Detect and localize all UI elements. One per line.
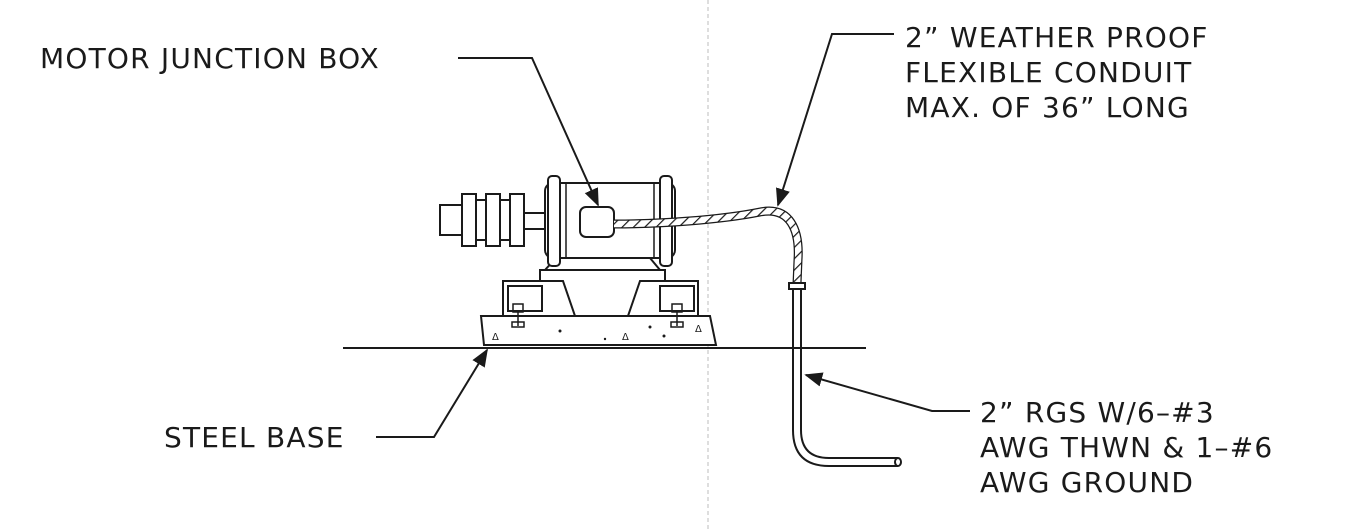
leader-motor-junction-box bbox=[458, 57, 599, 207]
svg-text:Δ: Δ bbox=[622, 332, 629, 343]
label-steel-base: STEEL BASE bbox=[164, 421, 345, 454]
motor-feet bbox=[542, 257, 663, 271]
flexible-conduit bbox=[613, 206, 806, 290]
label-rgs-line1: 2” RGS W/6–#3 bbox=[980, 396, 1215, 429]
label-rgs-line2: AWG THWN & 1–#6 bbox=[980, 431, 1273, 464]
junction-box bbox=[579, 206, 615, 238]
svg-text:Δ: Δ bbox=[492, 332, 499, 343]
rgs-conduit bbox=[792, 289, 902, 467]
leader-steel-base bbox=[376, 348, 488, 438]
motor-pedestal bbox=[539, 269, 666, 317]
leader-flexible-conduit bbox=[776, 33, 894, 207]
steel-base: Δ Δ Δ bbox=[479, 315, 718, 346]
label-flex-conduit-line3: MAX. OF 36” LONG bbox=[905, 91, 1190, 124]
label-motor-junction-box: MOTOR JUNCTION BOX bbox=[40, 42, 380, 75]
svg-text:Δ: Δ bbox=[695, 324, 702, 335]
motor-pulley bbox=[439, 193, 549, 247]
label-flex-conduit-line1: 2” WEATHER PROOF bbox=[905, 21, 1209, 54]
label-rgs-line3: AWG GROUND bbox=[980, 466, 1194, 499]
leader-rgs bbox=[804, 372, 970, 412]
label-flex-conduit-line2: FLEXIBLE CONDUIT bbox=[905, 56, 1192, 89]
